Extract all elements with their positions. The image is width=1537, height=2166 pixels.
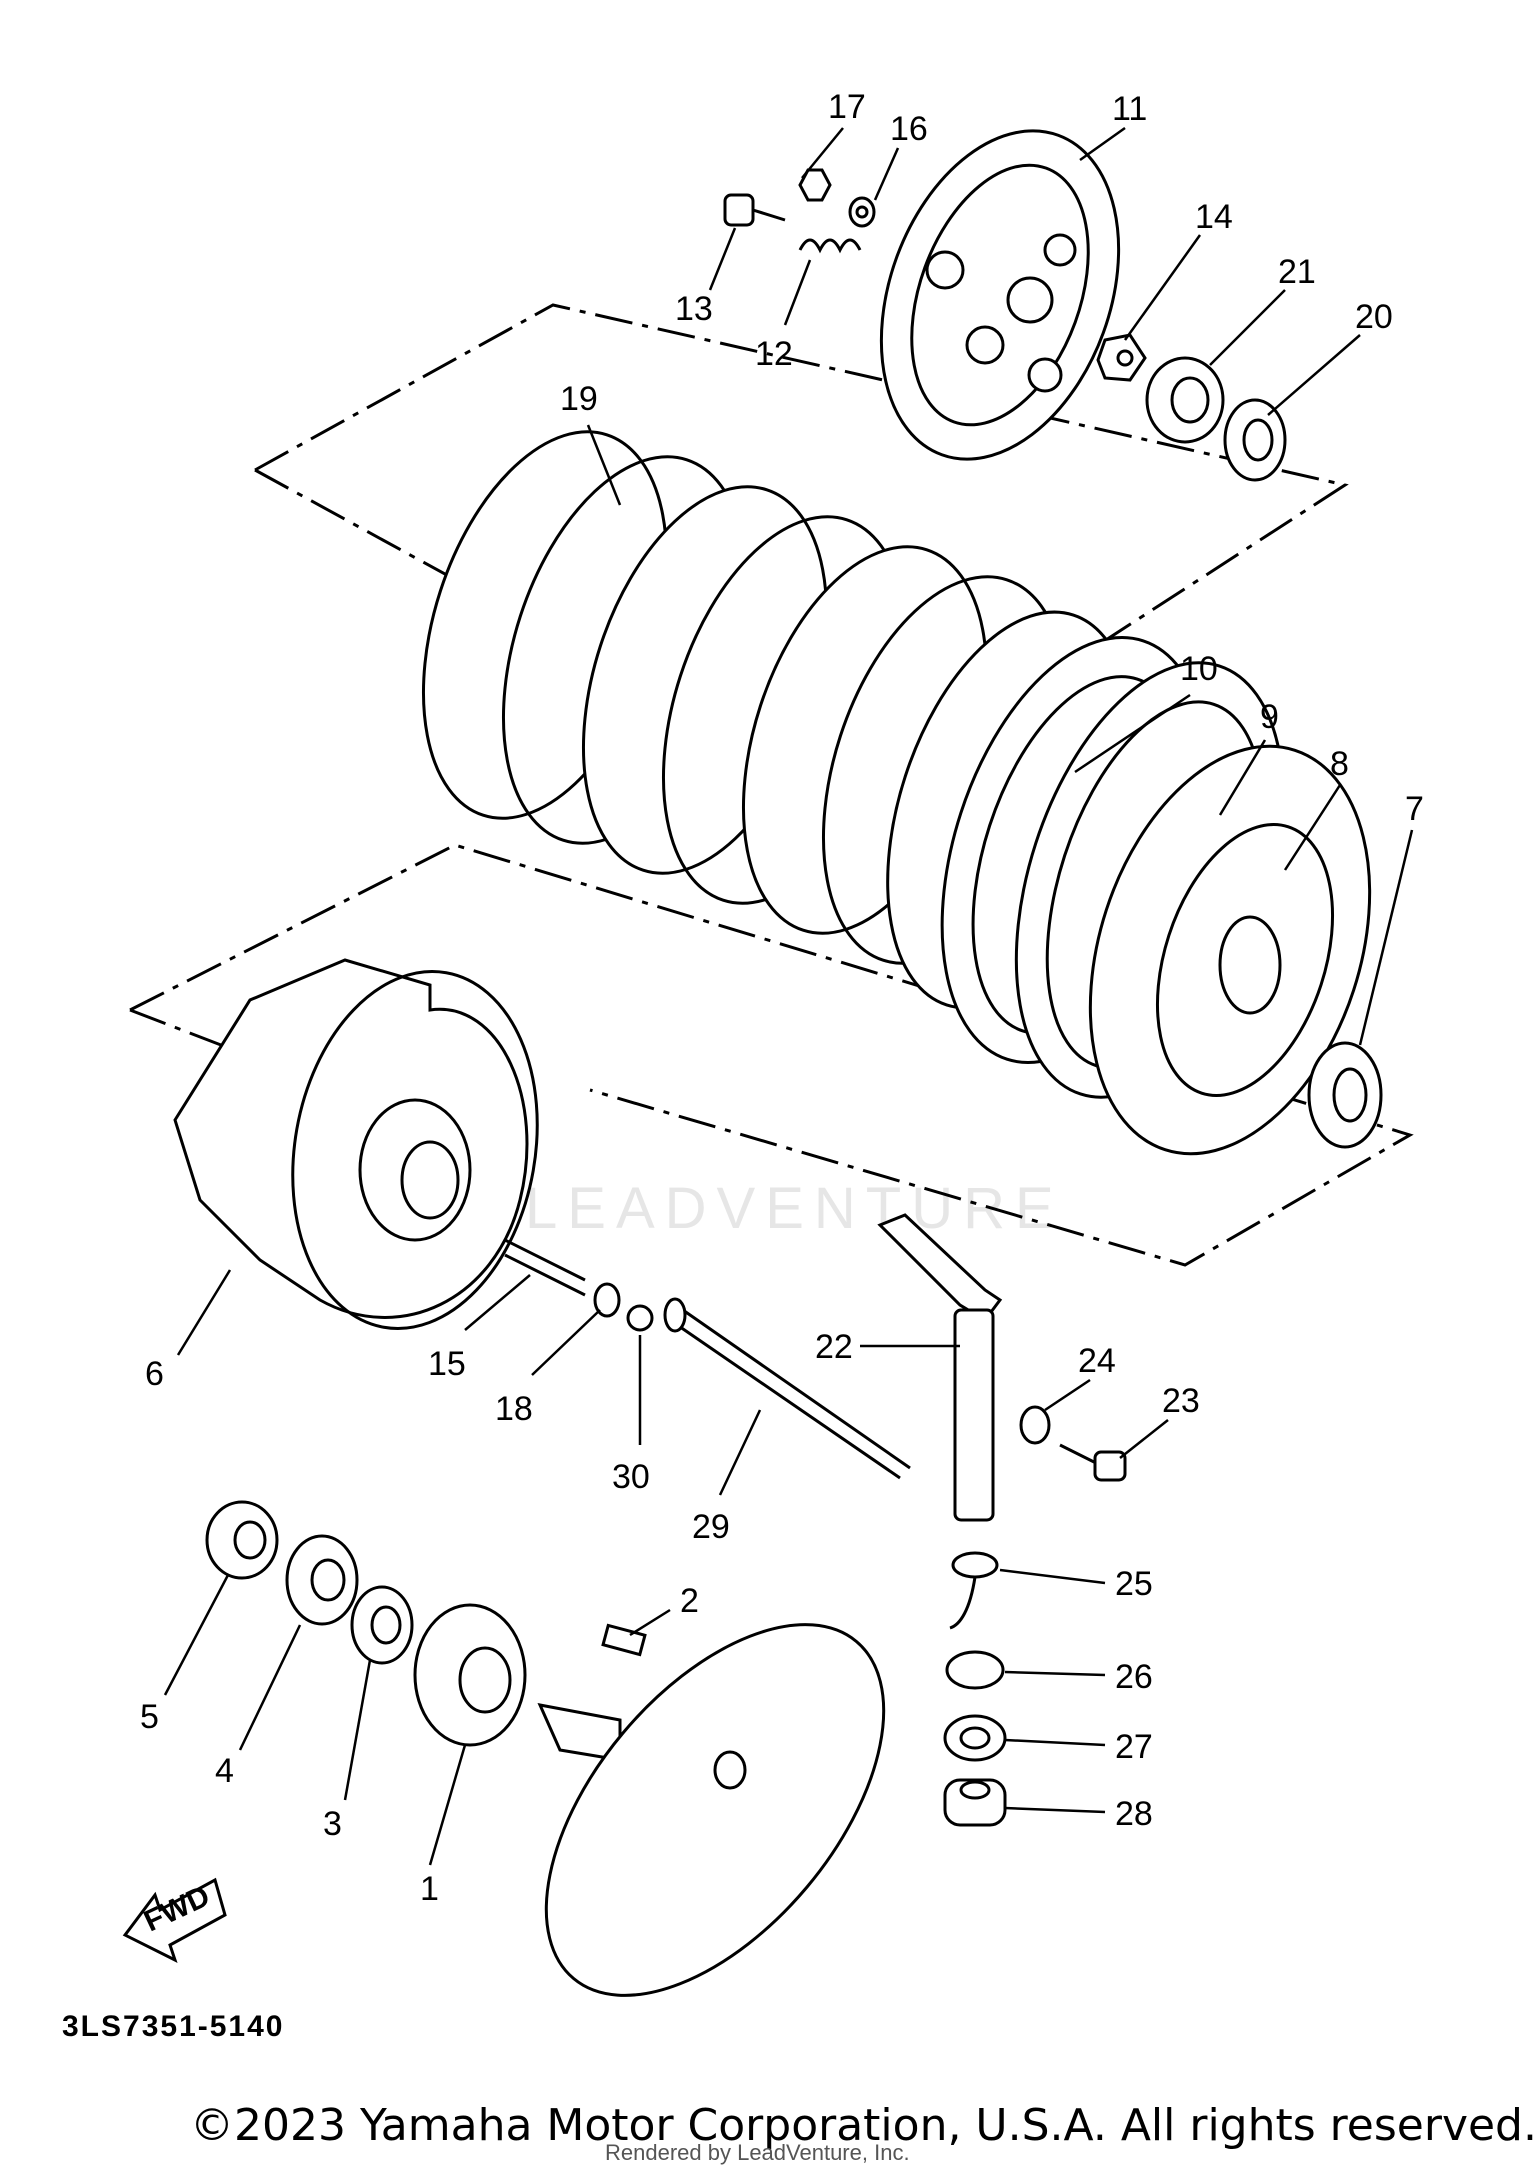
nut-part-5 — [205, 1500, 279, 1580]
callout-15: 15 — [428, 1345, 466, 1383]
callout-27: 27 — [1115, 1728, 1153, 1766]
callout-19: 19 — [560, 380, 598, 418]
bolt-part-23 — [1059, 1443, 1127, 1482]
nut-part-17 — [798, 168, 832, 202]
callout-4: 4 — [215, 1752, 234, 1790]
spring-part-25 — [949, 1551, 999, 1630]
watermark-text: LEADVENTURE — [525, 1176, 1064, 1241]
callout-12: 12 — [755, 335, 793, 373]
callout-9: 9 — [1260, 698, 1279, 736]
lock-washer-part-7 — [1307, 1041, 1383, 1149]
ball-part-30 — [626, 1304, 654, 1332]
callout-26: 26 — [1115, 1658, 1153, 1696]
lock-washer-part-20 — [1223, 398, 1287, 482]
seal-part-18 — [593, 1282, 621, 1318]
circlip-part-26 — [945, 1650, 1005, 1690]
callout-8: 8 — [1330, 745, 1349, 783]
washer-part-3 — [350, 1585, 414, 1665]
bearing-part-28 — [943, 1778, 1007, 1827]
crankshaft — [537, 1623, 886, 1997]
callout-17: 17 — [828, 88, 866, 126]
drawing-code: 3LS7351-5140 — [62, 2010, 285, 2043]
callout-11: 11 — [1112, 90, 1147, 128]
washer-part-16 — [848, 196, 876, 228]
callout-28: 28 — [1115, 1795, 1153, 1833]
leader-lines — [163, 126, 1414, 1866]
lock-washer-part-4 — [285, 1534, 359, 1626]
callout-14: 14 — [1195, 198, 1233, 236]
callout-7: 7 — [1405, 790, 1424, 828]
spring-part-12 — [798, 238, 862, 254]
callout-25: 25 — [1115, 1565, 1153, 1603]
assembly-boundary-upper — [254, 303, 1349, 662]
callout-13: 13 — [675, 290, 713, 328]
callout-6: 6 — [145, 1355, 164, 1393]
callout-29: 29 — [692, 1508, 730, 1546]
pressure-plate-part — [879, 129, 1121, 461]
assembly-boundary-upper-edge — [254, 468, 466, 587]
fwd-arrow-icon: FWD — [122, 1877, 227, 1963]
callout-5: 5 — [140, 1698, 159, 1736]
bolt-part-13 — [723, 193, 786, 227]
callout-18: 18 — [495, 1390, 533, 1428]
callout-3: 3 — [323, 1805, 342, 1843]
callout-10: 10 — [1180, 650, 1218, 688]
primary-drive-gear-part-1 — [413, 1603, 527, 1747]
callout-30: 30 — [612, 1458, 650, 1496]
push-rod-part-29 — [663, 1297, 911, 1480]
rendered-by-credit: Rendered by LeadVenture, Inc. — [605, 2140, 910, 2165]
copyright-notice: ©2023 Yamaha Motor Corporation, U.S.A. A… — [190, 2100, 1537, 2151]
push-lever-part-22 — [877, 1213, 1003, 1522]
callout-2: 2 — [680, 1582, 699, 1620]
nut-part-14 — [1096, 333, 1147, 382]
callout-16: 16 — [890, 110, 928, 148]
callout-22: 22 — [815, 1328, 853, 1366]
callout-21: 21 — [1278, 253, 1316, 291]
callout-20: 20 — [1355, 298, 1393, 336]
assembly-boundary-lower — [129, 843, 1414, 1267]
push-rod-part-15 — [504, 1238, 586, 1297]
oil-seal-part-27 — [943, 1714, 1007, 1762]
callout-1: 1 — [420, 1870, 439, 1908]
clutch-housing-part-6 — [173, 958, 539, 1330]
callout-24: 24 — [1078, 1342, 1116, 1380]
washer-part-24 — [1019, 1405, 1051, 1445]
bearing-part-21 — [1145, 356, 1225, 444]
exploded-parts-diagram: FWD 17 16 11 14 21 20 — [122, 88, 1424, 1997]
callout-23: 23 — [1162, 1382, 1200, 1420]
